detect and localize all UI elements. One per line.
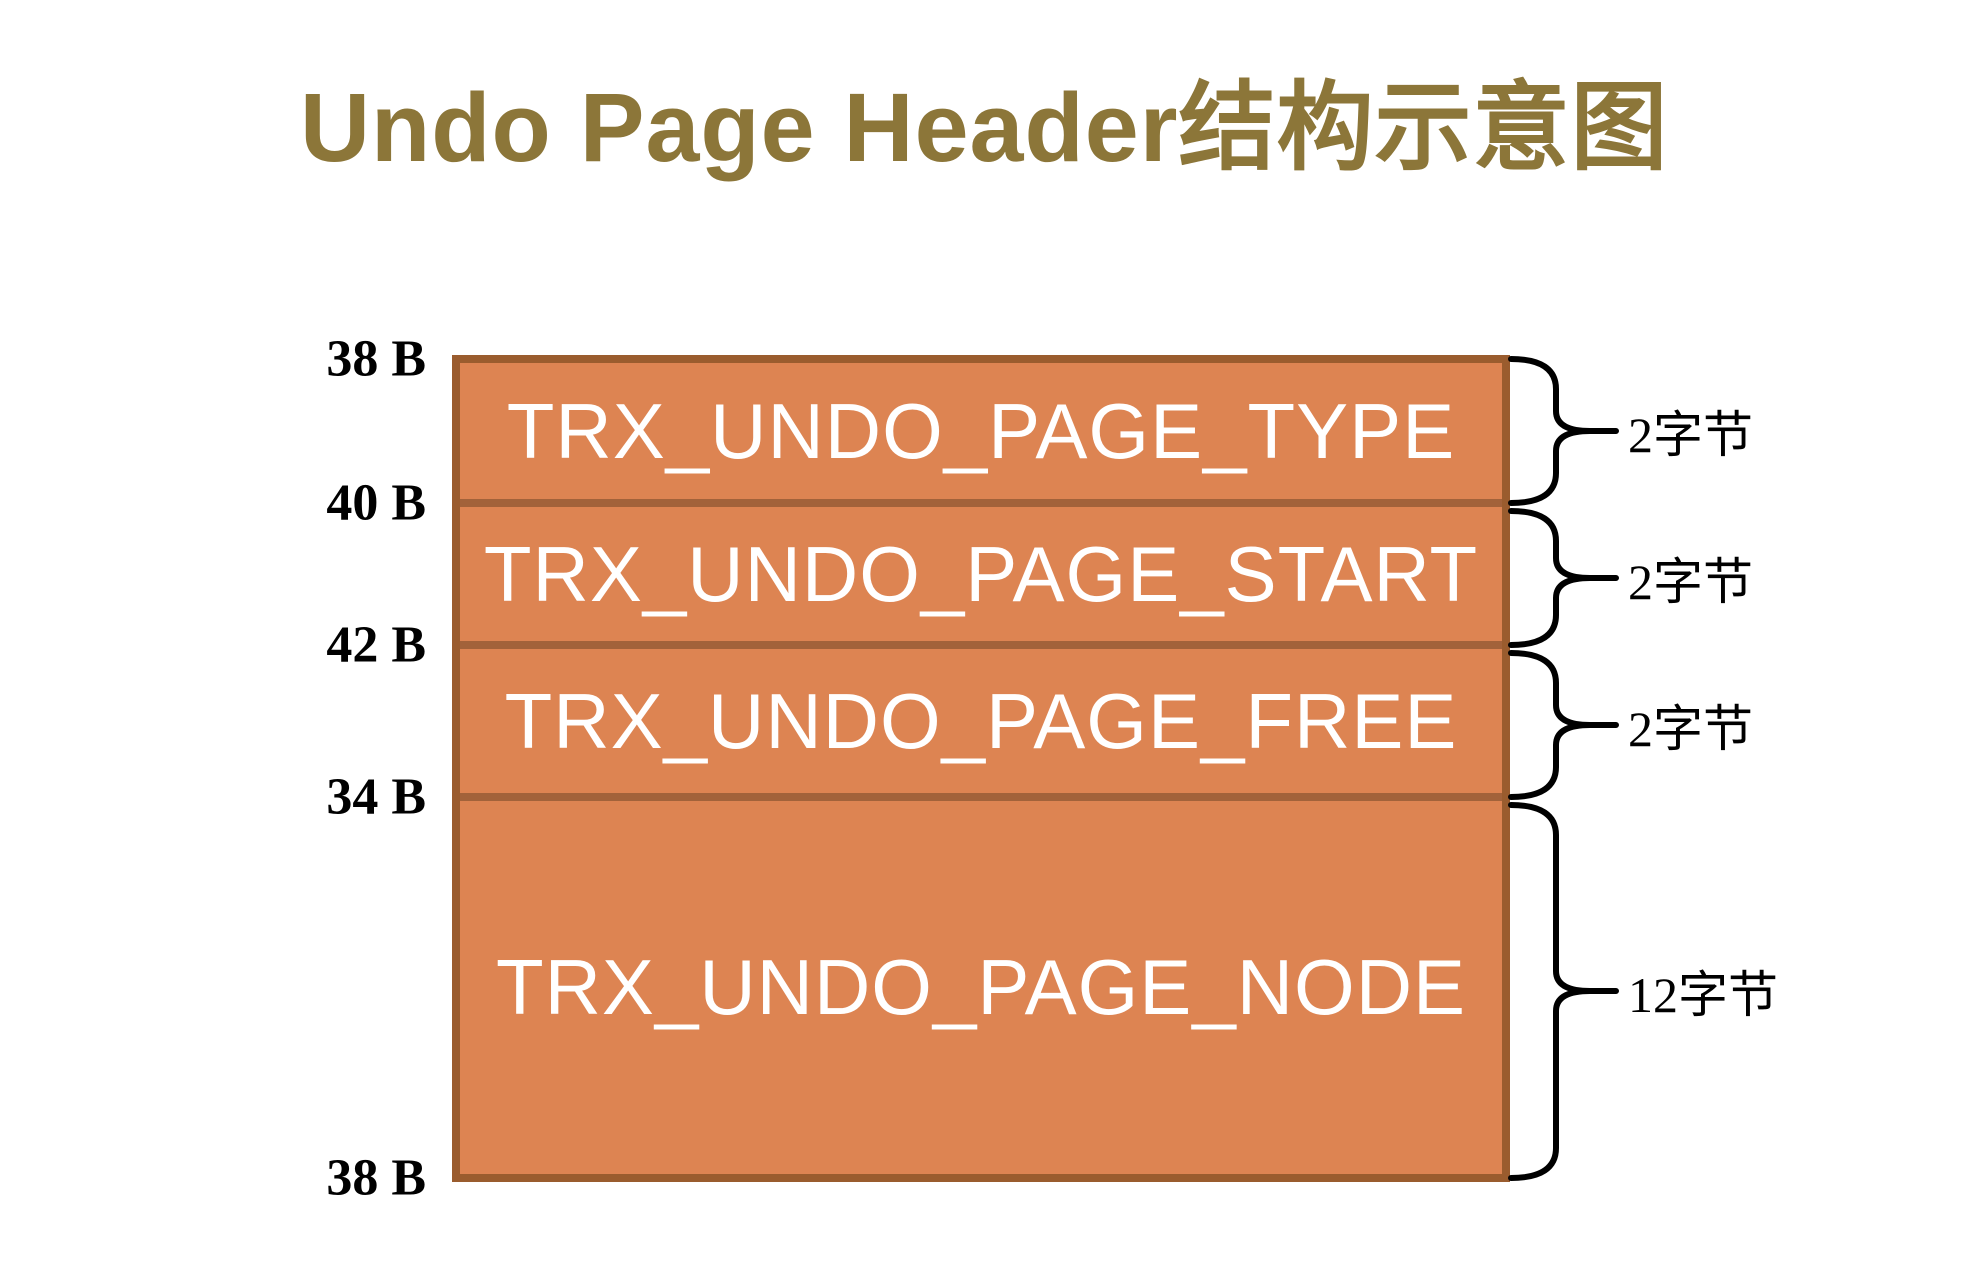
- size-label-type: 2字节: [1628, 407, 1753, 463]
- brace-row-node: [1508, 802, 1619, 1181]
- byte-offset-label-38b-bottom: 38 B: [326, 1149, 426, 1207]
- size-label-free: 2字节: [1628, 701, 1753, 757]
- byte-offset-label-42b: 42 B: [326, 616, 426, 674]
- field-row-trx-undo-page-type: TRX_UNDO_PAGE_TYPE: [460, 363, 1502, 507]
- field-name-label: TRX_UNDO_PAGE_TYPE: [506, 386, 1456, 475]
- page-title: Undo Page Header结构示意图: [300, 73, 1669, 182]
- field-name-label: TRX_UNDO_PAGE_FREE: [504, 676, 1458, 765]
- field-name-label: TRX_UNDO_PAGE_NODE: [495, 943, 1467, 1031]
- undo-page-header-structure-box: TRX_UNDO_PAGE_TYPE TRX_UNDO_PAGE_START T…: [452, 355, 1510, 1182]
- size-label-node: 12字节: [1628, 967, 1778, 1023]
- byte-offset-label-40b: 40 B: [326, 474, 426, 532]
- brace-row-free: [1508, 650, 1619, 800]
- size-label-start: 2字节: [1628, 554, 1753, 610]
- field-name-label: TRX_UNDO_PAGE_START: [483, 529, 1479, 618]
- byte-offset-label-38b-top: 38 B: [326, 330, 426, 388]
- field-row-trx-undo-page-node: TRX_UNDO_PAGE_NODE: [460, 801, 1502, 1174]
- field-row-trx-undo-page-start: TRX_UNDO_PAGE_START: [460, 507, 1502, 649]
- brace-row-start: [1508, 508, 1619, 648]
- field-row-trx-undo-page-free: TRX_UNDO_PAGE_FREE: [460, 649, 1502, 801]
- byte-offset-label-34b: 34 B: [326, 768, 426, 826]
- brace-row-type: [1508, 356, 1619, 506]
